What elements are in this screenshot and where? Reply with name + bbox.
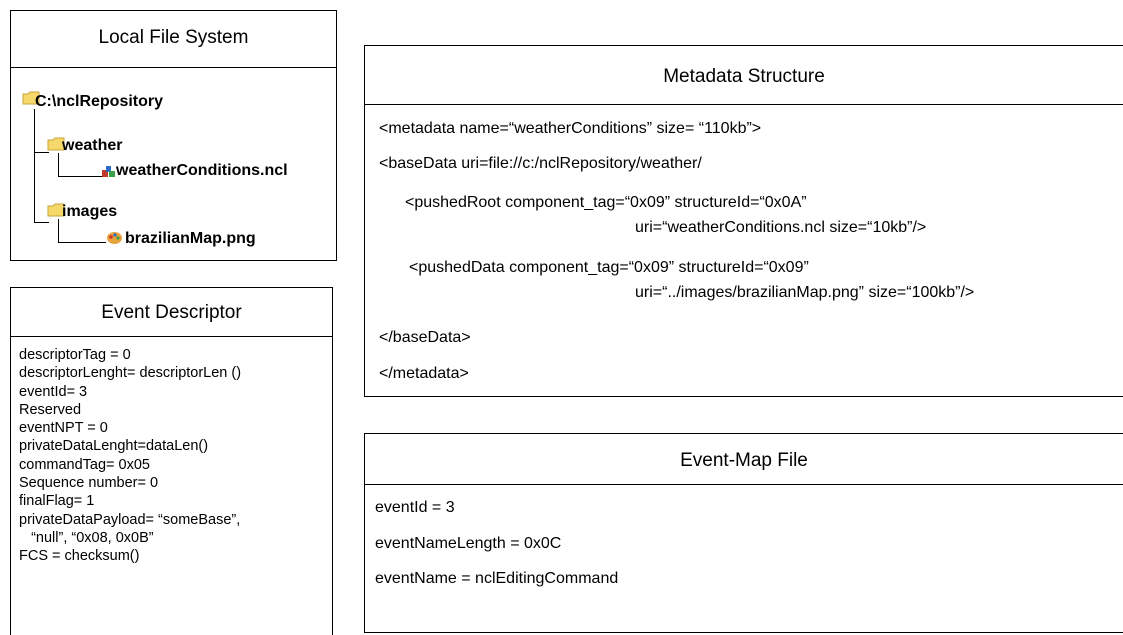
event-descriptor-box: Event Descriptor descriptorTag = 0 descr… [10,287,333,635]
metadata-line: uri=“../images/brazilianMap.png” size=“1… [635,284,975,301]
descriptor-field: Sequence number= 0 [19,475,159,492]
folder-icon [22,91,40,105]
event-map-file-box: Event-Map File eventId = 3 eventNameLeng… [364,433,1123,633]
event-map-line: eventName = nclEditingCommand [375,570,619,587]
descriptor-field: finalFlag= 1 [19,493,95,510]
descriptor-field: FCS = checksum() [19,548,140,565]
event-descriptor-title: Event Descriptor [101,302,242,323]
event-map-line: eventId = 3 [375,499,455,516]
tree-root-label: C:\nclRepository [35,93,164,110]
tree-file-weatherconditions: weatherConditions.ncl [116,162,288,179]
metadata-structure-box: Metadata Structure <metadata name=“weath… [364,45,1123,397]
tree-line [58,176,103,177]
tree-file-brazilianmap: brazilianMap.png [125,230,256,247]
local-file-system-title: Local File System [98,27,249,48]
tree-line [58,242,106,243]
metadata-line: <pushedRoot component_tag=“0x09” structu… [405,194,807,211]
tree-line [34,152,35,223]
event-descriptor-divider [11,336,332,337]
metadata-line: uri=“weatherConditions.ncl size=“10kb”/> [635,219,927,236]
metadata-line: <pushedData component_tag=“0x09” structu… [409,259,809,276]
folder-icon [47,203,65,217]
tree-folder-images: images [62,203,118,220]
metadata-line: </baseData> [379,329,471,346]
descriptor-field: descriptorTag = 0 [19,347,131,363]
metadata-structure-divider [365,104,1123,105]
descriptor-field: privateDataPayload= “someBase”, [19,511,241,528]
tree-line [34,222,49,223]
event-map-file-divider [365,484,1123,485]
metadata-structure-title: Metadata Structure [663,66,825,87]
metadata-line: <baseData uri=file://c:/nclRepository/we… [379,155,702,172]
metadata-line: </metadata> [379,365,469,382]
local-file-system-box: Local File System C:\nclRepository weath… [10,10,337,261]
descriptor-field: eventNPT = 0 [19,420,108,437]
event-map-line: eventNameLength = 0x0C [375,535,562,552]
ncl-file-icon [102,166,115,177]
descriptor-field: eventId= 3 [19,383,88,400]
tree-line [34,109,35,153]
descriptor-field: commandTag= 0x05 [19,456,150,473]
folder-icon [47,137,65,151]
image-file-icon [107,232,122,244]
event-descriptor-fields: descriptorTag = 0 descriptorLenght= desc… [19,346,241,566]
tree-line [58,219,59,243]
tree-line [58,153,59,177]
local-file-system-divider [11,67,336,68]
descriptor-field: descriptorLenght= descriptorLen () [19,365,242,382]
tree-line [34,152,49,153]
metadata-line: <metadata name=“weatherConditions” size=… [379,120,762,137]
event-map-file-title: Event-Map File [680,450,808,471]
tree-folder-weather: weather [62,137,123,154]
descriptor-field: privateDataLenght=dataLen() [19,438,209,455]
descriptor-field: Reserved [19,401,82,418]
descriptor-field: “null”, “0x08, 0x0B” [19,529,154,546]
